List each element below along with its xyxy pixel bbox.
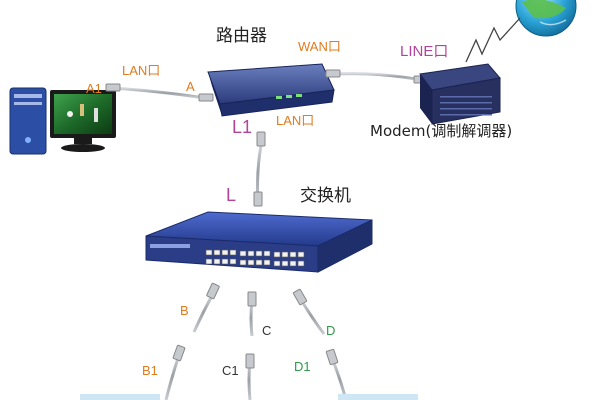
switch	[145, 211, 373, 273]
switch-label: 交换机	[300, 186, 351, 206]
switch-ports	[205, 249, 305, 267]
cable-pc-router	[105, 83, 214, 102]
cable-router-modem	[325, 69, 429, 84]
modem	[419, 63, 501, 125]
cable-label-a1: A1	[86, 81, 102, 96]
cable-label-d1: D1	[294, 359, 311, 374]
cable-label-l1: L1	[232, 117, 253, 137]
modem-label: Modem(调制解调器)	[370, 122, 513, 140]
cable-switch-d	[292, 288, 326, 335]
client-device-left	[80, 394, 160, 400]
cable-label-c1: C1	[222, 363, 239, 378]
cable-switch-c	[247, 291, 257, 337]
cable-router-switch	[253, 131, 266, 207]
cable-label-b: B	[180, 303, 189, 318]
wan-port-label: WAN口	[298, 39, 341, 54]
client-device-right	[338, 394, 418, 400]
cable-client-c1	[245, 353, 255, 400]
cable-switch-b	[192, 282, 220, 333]
computer	[9, 87, 116, 155]
line-port-label: LINE口	[400, 43, 449, 60]
lan-port-label-router: LAN口	[276, 113, 315, 128]
internet-globe-icon	[515, 0, 577, 37]
cable-client-b1	[164, 344, 186, 400]
internet-link-line	[465, 17, 521, 63]
cable-label-a: A	[186, 79, 195, 94]
router-label: 路由器	[216, 26, 267, 46]
router	[207, 63, 335, 117]
cable-client-d1	[325, 348, 348, 400]
lan-port-label-left: LAN口	[122, 63, 161, 78]
cable-label-d: D	[326, 323, 336, 338]
cable-label-l: L	[226, 185, 237, 205]
cable-label-c: C	[262, 323, 272, 338]
cable-label-b1: B1	[142, 363, 158, 378]
